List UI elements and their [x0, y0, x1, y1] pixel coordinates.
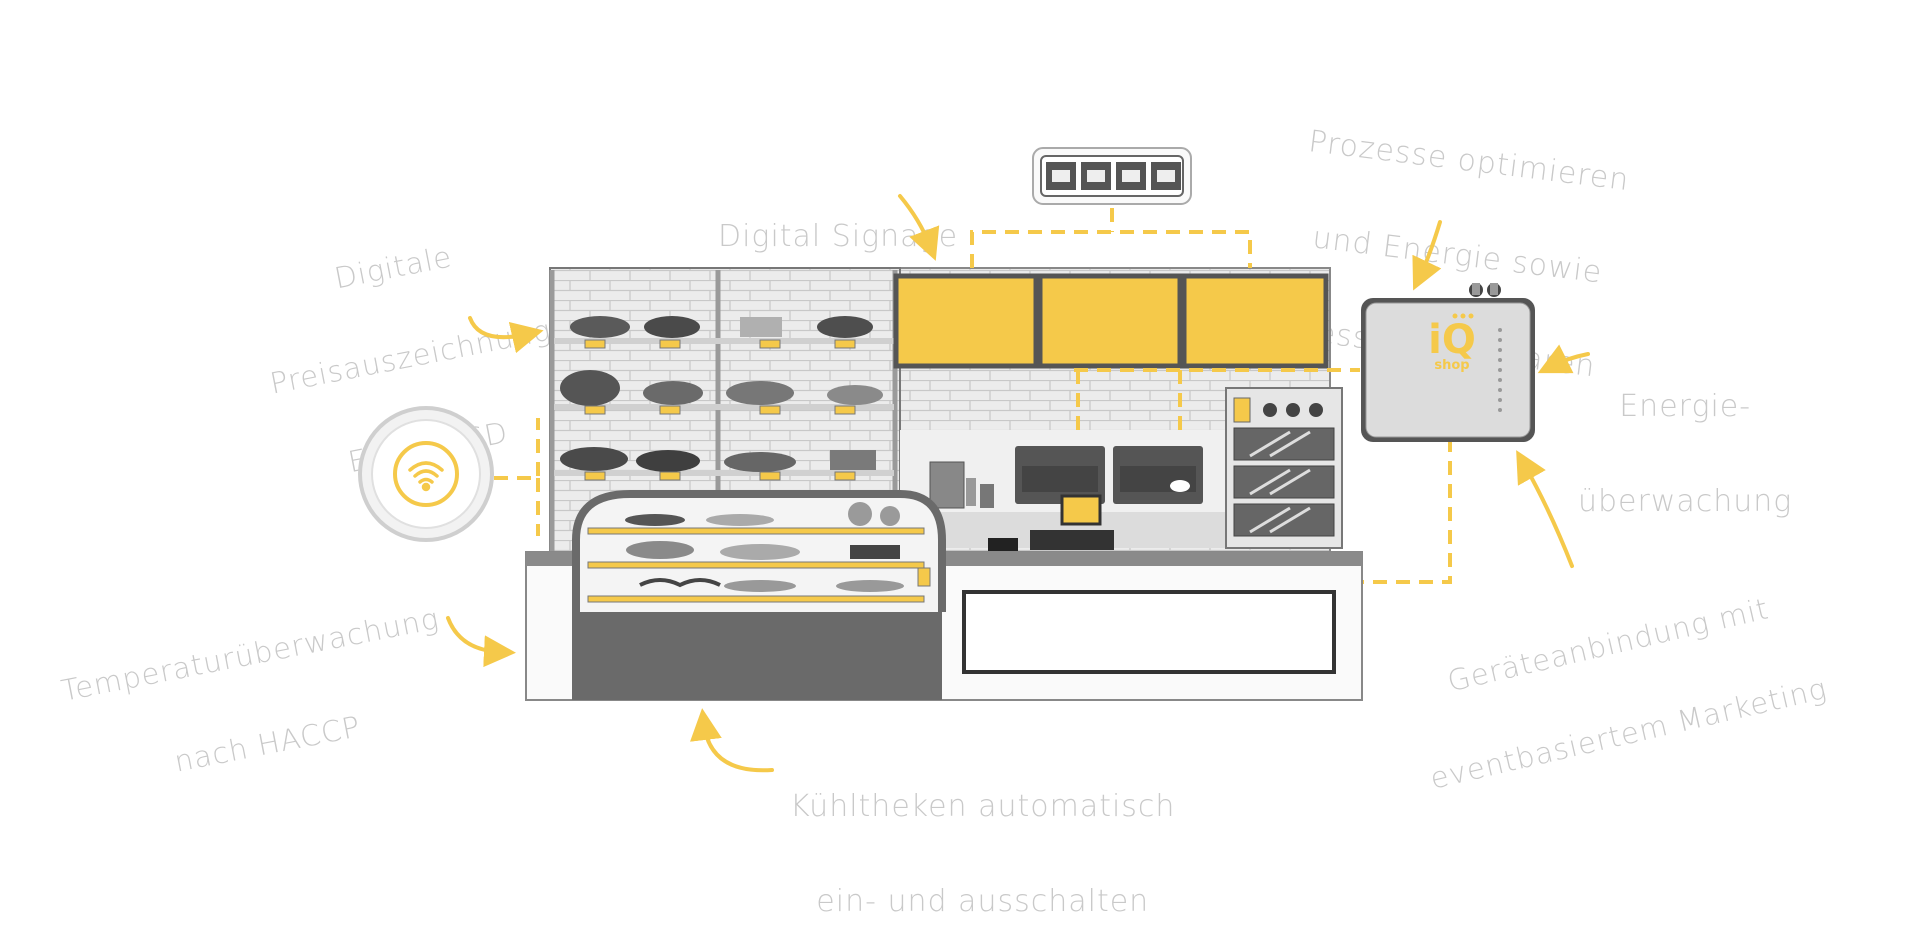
coffee-machine-icon — [1015, 446, 1203, 504]
iq-logo-sub: shop — [1434, 358, 1470, 373]
iq-shop-device — [1361, 283, 1535, 442]
label-energie-line2: überwachung — [1578, 483, 1793, 519]
wifi-icon — [408, 461, 444, 492]
network-switch-icon — [1032, 147, 1192, 205]
curved-arrow-icon — [446, 194, 1590, 773]
refrigerated-display-case — [572, 490, 946, 700]
label-energie-line1: Energie- — [1619, 389, 1752, 424]
cups — [929, 461, 994, 509]
cash-register-icon — [988, 494, 1114, 552]
label-energie: Energie- überwachung — [1578, 328, 1792, 549]
digital-signage-screens — [893, 273, 1329, 369]
label-kuehl-line1: Kühltheken automatisch — [790, 789, 1176, 824]
bakery-scene — [358, 147, 1590, 773]
oven-icon — [1225, 387, 1343, 549]
wifi-sensor — [358, 406, 494, 542]
iq-shop-logo: iQ shop — [1412, 318, 1492, 398]
iq-logo-letters: iQ — [1428, 317, 1476, 363]
